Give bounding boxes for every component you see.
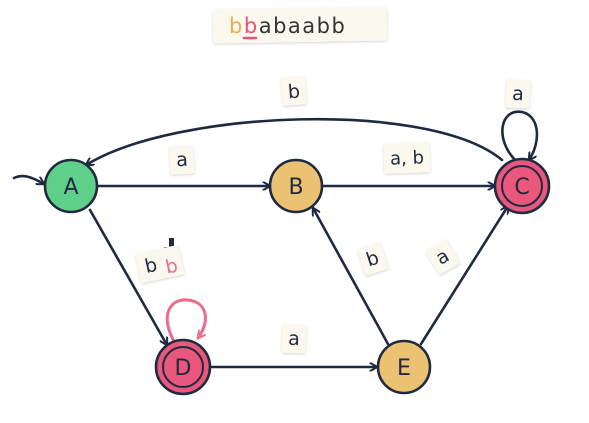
label-C-to-C: a [505,79,531,109]
label-A-to-D: b b [135,245,185,283]
state-A[interactable]: A [43,158,99,214]
label-C-to-A-text: b [287,81,301,104]
label-D-to-E-text: a [288,328,300,350]
state-C[interactable]: C [493,157,551,215]
tape-symbol: b [229,14,243,38]
edge-A-to-D [88,208,169,345]
state-E-circle [376,339,432,395]
edge-D-to-D [165,298,207,345]
state-D[interactable]: D [154,338,212,396]
label-E-to-C: a [425,239,460,275]
edge-E-to-B [311,208,390,346]
state-C-label: C [514,175,529,200]
state-D-label: D [175,356,192,381]
tape-symbol: b [244,14,258,38]
label-D-to-E: a [281,324,307,354]
start-arrow [12,174,44,186]
edge-E-to-C [419,206,510,346]
input-tape: bbabaabb [212,6,388,44]
label-B-to-C: a, b [383,142,431,174]
tape-symbol: a [302,14,315,38]
state-D-inner-ring [162,346,204,388]
edge-C-to-C [501,110,539,164]
tape-symbol: a [259,14,272,38]
label-B-to-C-text: a, b [390,147,425,169]
state-B-label: B [288,175,303,200]
edges [12,110,539,367]
state-A-circle [43,158,99,214]
label-E-to-B: b [357,242,388,276]
label-A-to-B: a [169,145,195,175]
state-C-inner-ring [501,165,543,207]
tape-symbol: b [317,14,331,38]
tape-symbol: a [288,14,301,38]
states: A B C D E [43,157,551,396]
input-tape-text: bbabaabb [229,14,345,38]
label-A-to-B-text: a [176,149,189,172]
tape-symbol: b [273,14,287,38]
label-C-to-A: b [281,76,307,106]
state-E[interactable]: E [376,339,432,395]
state-E-label: E [397,356,411,381]
edge-labels: b a a a, b b b b a a [135,76,531,354]
state-B[interactable]: B [268,158,324,214]
input-tape-paper [212,6,388,44]
state-A-label: A [63,175,78,200]
label-C-to-C-text: a [512,83,525,106]
tape-symbol: b [332,14,346,38]
label-A-to-D-text: b [143,254,159,278]
label-D-to-D-text: b [163,255,179,279]
state-B-circle [268,158,324,214]
edge-C-to-A [86,117,504,167]
